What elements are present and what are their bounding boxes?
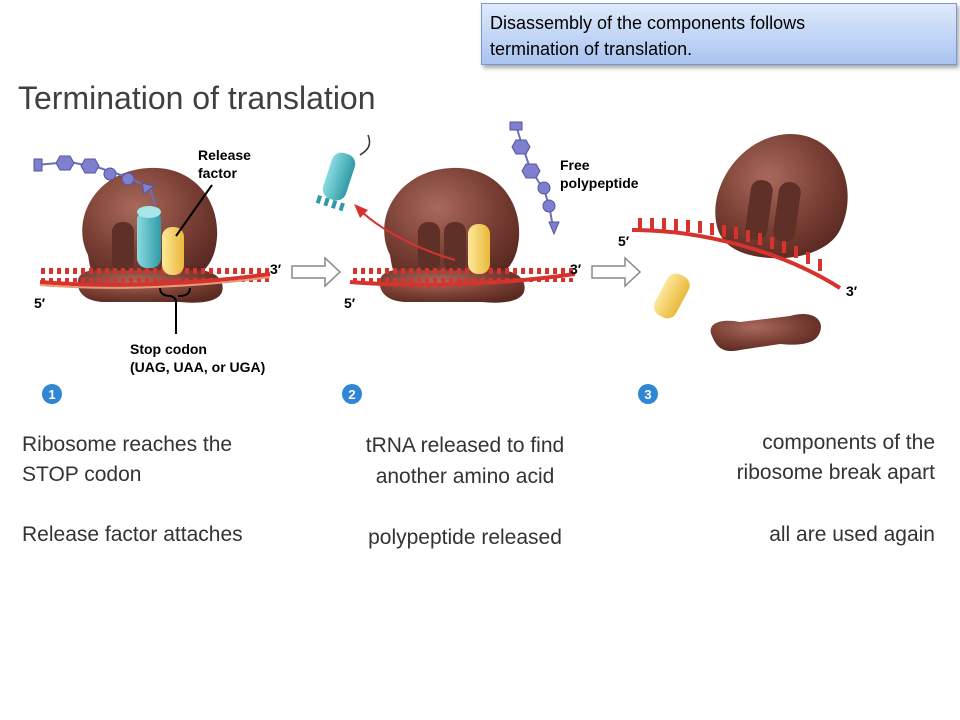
step-2-number: 2 (348, 387, 355, 402)
step-arrow-2 (591, 256, 642, 288)
step-3-badge (638, 384, 658, 404)
callout-line-1: Disassembly of the components follows (490, 13, 806, 33)
step-arrow-1 (291, 256, 342, 288)
mrna-strand (631, 228, 842, 290)
step-2-caption-line-1: tRNA released to find (365, 434, 565, 457)
amino-acid (141, 182, 156, 195)
mrna-strand (39, 272, 271, 287)
released-trna-icon (322, 152, 356, 201)
panel-3: 5′ 3′ 3 (618, 134, 858, 404)
callout-line-2: termination of translation. (490, 39, 693, 59)
three-prime-label: 3′ (270, 261, 282, 277)
step-1-caption-line-1: Ribosome reaches the (22, 433, 233, 456)
amino-acid (521, 163, 541, 179)
amino-acid (509, 121, 523, 131)
ribosome-small-subunit (710, 313, 821, 352)
amino-acid (121, 172, 135, 186)
step-2-badge (342, 384, 362, 404)
stop-codon-brace-right (177, 287, 191, 297)
callout-box: Disassembly of the components follows te… (481, 3, 957, 65)
translation-termination-diagram: Release factor Stop codon (UAG, UAA, or … (33, 121, 858, 404)
slide-title: Termination of translation (18, 80, 376, 116)
mrna-codons (638, 218, 822, 271)
step-2-caption-line-3: polypeptide released (368, 526, 562, 549)
stop-codon-label-2: (UAG, UAA, or UGA) (130, 359, 265, 375)
release-factor-label-2: factor (198, 165, 237, 181)
step-3-number: 3 (644, 387, 651, 402)
amino-acid (80, 158, 100, 174)
panel-1: Release factor Stop codon (UAG, UAA, or … (33, 147, 282, 404)
trna-slot (418, 222, 440, 272)
release-factor-icon (468, 224, 490, 274)
step-1-number: 1 (48, 387, 55, 402)
release-factor-label-1: Release (198, 147, 251, 163)
trna-release-arrowhead (354, 204, 368, 218)
trna-release-arrow (359, 209, 456, 261)
mrna-strand (349, 272, 576, 287)
trna-slot (773, 182, 801, 242)
three-prime-label: 3′ (570, 261, 582, 277)
step-3-caption-line-3: all are used again (769, 523, 935, 546)
free-polypeptide-label-1: Free (560, 157, 590, 173)
amino-acid (55, 155, 75, 171)
release-factor-icon (653, 273, 690, 319)
amino-acid (103, 167, 117, 181)
trna-tail (359, 134, 371, 156)
amino-acid (548, 221, 560, 236)
release-factor-icon (162, 227, 184, 275)
step-3-caption-line-2: ribosome break apart (736, 461, 935, 484)
amino-acid (537, 181, 551, 195)
step-1-badge (42, 384, 62, 404)
mrna-backbone (39, 276, 271, 289)
release-factor-pointer (175, 184, 213, 237)
trna-icon (137, 210, 161, 268)
step-2-caption-line-2: another amino acid (375, 465, 555, 488)
free-polypeptide-label-2: polypeptide (560, 175, 639, 191)
three-prime-label: 3′ (846, 283, 858, 299)
panel-2: Free polypeptide 5′ 3′ 2 (315, 121, 639, 404)
trna-top (137, 206, 161, 218)
stop-codon-brace (159, 287, 177, 334)
amino-acid (33, 158, 43, 172)
five-prime-label: 5′ (34, 295, 46, 311)
amino-acid (542, 199, 556, 213)
step-1-caption-line-3: Release factor attaches (22, 523, 243, 546)
step-1-caption-line-2: STOP codon (22, 463, 142, 486)
trna-anticodon (315, 195, 345, 212)
stop-codon-label-1: Stop codon (130, 341, 207, 357)
mrna-codons (40, 268, 270, 282)
trna-slot (745, 180, 773, 240)
amino-acid (511, 139, 531, 155)
trna-slot (112, 222, 134, 272)
step-3-caption-line-1: components of the (762, 431, 935, 454)
five-prime-label: 5′ (344, 295, 356, 311)
trna-slot (444, 222, 466, 272)
five-prime-label: 5′ (618, 233, 630, 249)
